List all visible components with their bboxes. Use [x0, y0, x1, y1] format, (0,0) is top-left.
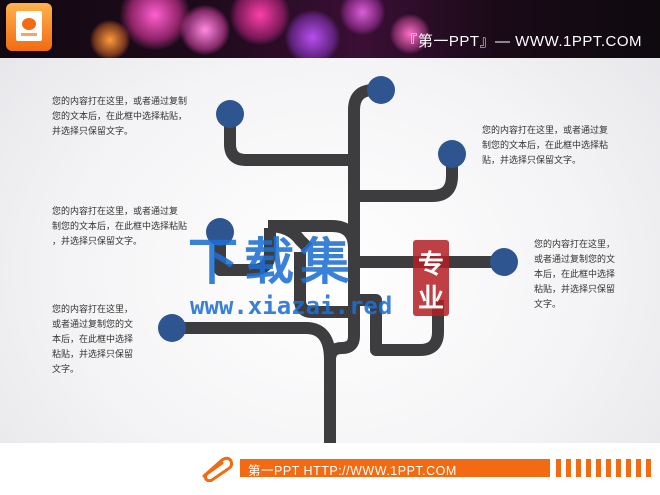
branch-upper-left [224, 115, 354, 166]
text-note-mid-right: 您的内容打在这里，或者通过复制您的文本后，在此框中选择粘贴，并选择只保留文字。 [534, 240, 616, 310]
branch-upper-right [354, 155, 458, 202]
footer-banner [240, 459, 550, 477]
branch-to-node3 [214, 228, 276, 276]
watermark-title: 下载集 [188, 233, 356, 291]
node-mid-right [490, 248, 518, 276]
branch-center [294, 252, 354, 318]
branch-mid-left-2 [267, 220, 313, 253]
header-banner: 『第一PPT』— WWW.1PPT.COM [0, 0, 660, 58]
text-note-upper-left: 您的内容打在这里，或者通过复制您的文本后，在此框中选择粘贴，并选择只保留文字。 [52, 97, 188, 137]
text-note-mid-left: 您的内容打在这里，或者通过复制您的文本后，在此框中选择粘贴，并选择只保留文字。 [52, 207, 188, 247]
paperclip-icon [202, 456, 234, 482]
node-mid-left [206, 218, 234, 246]
seal-stamp: 专 业 [413, 240, 449, 316]
footer-link[interactable]: 第一PPT HTTP://WWW.1PPT.COM [248, 464, 457, 478]
node-lower-left [158, 314, 186, 342]
text-note-upper-right: 您的内容打在这里，或者通过复制您的文本后，在此框中选择粘贴，并选择只保留文字。 [482, 126, 609, 166]
powerpoint-icon [6, 3, 52, 51]
node-upper-left [216, 100, 244, 128]
header-title: 『第一PPT』— WWW.1PPT.COM [402, 33, 642, 50]
footer-stripes [556, 459, 656, 477]
watermark-url: www.xiazai.red [190, 292, 393, 320]
branch-mid-left [268, 220, 360, 249]
node-top [367, 76, 395, 104]
node-upper-right [438, 140, 466, 168]
branch-lower-right [354, 294, 444, 356]
branch-lower-left [172, 322, 336, 361]
text-note-lower-left: 您的内容打在这里，或者通过复制您的文本后，在此框中选择粘贴，并选择只保留文字。 [52, 305, 134, 375]
